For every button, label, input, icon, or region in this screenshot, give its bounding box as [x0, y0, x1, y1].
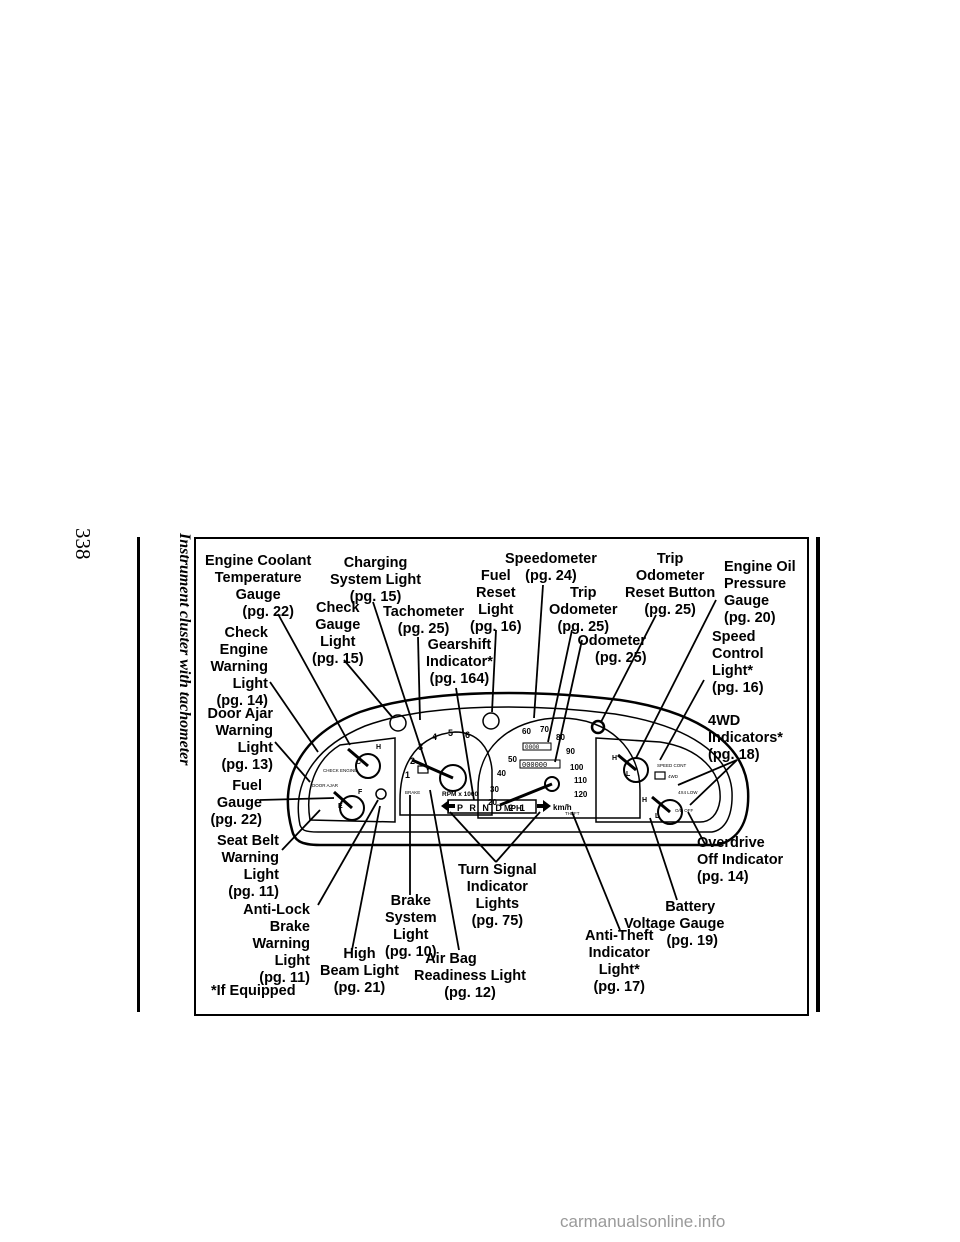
- speed-num-120: 120: [574, 790, 588, 799]
- speed-num-110: 110: [574, 776, 587, 785]
- coolant-c-label: C: [356, 759, 361, 766]
- speedometer-dial: [477, 717, 641, 819]
- antilock-light: [375, 788, 387, 800]
- speed-num-30: 30: [490, 785, 499, 794]
- trip-odometer-digits: 0000: [525, 744, 540, 751]
- speedometer-hub: [544, 776, 560, 792]
- right-gauge-pod: [595, 737, 721, 823]
- gear-letters: P R N D 2 1: [457, 803, 527, 813]
- fuel-e-label: E: [338, 803, 343, 810]
- oil-h-label: H: [612, 755, 617, 762]
- coolant-gauge-hub: [355, 753, 381, 779]
- speedometer-callout: Speedometer(pg. 24): [505, 551, 597, 584]
- odometer-callout: Odometer(pg. 25): [577, 633, 647, 666]
- check-engine-lamp-text: CHECK ENGINE: [323, 768, 357, 773]
- odometer-window: [519, 759, 561, 769]
- speed-num-40: 40: [497, 769, 506, 778]
- odometer-digits: 000000: [522, 762, 547, 770]
- speed-control-light: [654, 771, 666, 780]
- battery-l-label: L: [655, 813, 660, 820]
- tach-num-4: 4: [432, 732, 437, 742]
- coolant-h-label: H: [376, 744, 381, 751]
- speed-num-50: 50: [508, 755, 517, 764]
- tachometer-dial: [399, 731, 493, 816]
- tach-num-1: 1: [405, 770, 410, 780]
- watermark-text: carmanualsonline.info: [560, 1212, 726, 1231]
- if-equipped-footnote: *If Equipped: [211, 983, 296, 999]
- low-lamp-text: 4X4 LOW: [678, 790, 698, 795]
- fuel-f-label: F: [358, 789, 363, 796]
- brake-lamp-text: BRAKE: [405, 790, 420, 795]
- left-margin-rule: [137, 537, 140, 1012]
- right-margin-rule: [816, 537, 820, 1012]
- fuel-reset-light: [482, 712, 500, 730]
- cluster-housing: [286, 691, 750, 847]
- right-turn-arrow: [537, 800, 551, 812]
- speed-num-20: 20: [488, 798, 497, 807]
- tachometer-hub: [439, 764, 467, 792]
- speed-num-90: 90: [566, 747, 575, 756]
- od-off-lamp-text: O/D OFF: [675, 808, 693, 813]
- kmh-label: km/h: [553, 803, 572, 812]
- speed-num-100: 100: [570, 763, 584, 772]
- speed-cont-lamp-text: SPEED CONT: [657, 763, 687, 768]
- fwd-lamp-text: 4WD: [668, 774, 679, 779]
- tach-num-2: 2: [410, 756, 415, 766]
- left-turn-arrow: [441, 800, 455, 812]
- speed-num-70: 70: [540, 725, 549, 734]
- fuel-gauge-hub: [339, 795, 365, 821]
- check-gauge-light: [389, 714, 407, 732]
- trip-reset-button: [590, 719, 606, 735]
- door-ajar-lamp-text: DOOR AJAR: [312, 783, 339, 788]
- oil-l-label: L: [626, 771, 631, 778]
- tach-num-6: 6: [465, 730, 470, 740]
- speed-num-60: 60: [522, 727, 531, 736]
- trip-odometer-window: [522, 742, 552, 751]
- tach-unit-label: RPM x 1000: [442, 791, 479, 798]
- tach-num-5: 5: [448, 728, 453, 738]
- battery-h-label: H: [642, 797, 647, 804]
- tachometer-callout: Tachometer(pg. 25): [383, 604, 465, 637]
- callout-leader-lines: [259, 584, 738, 951]
- left-gauge-pod: [308, 737, 396, 823]
- battery-gauge-hub: [657, 799, 683, 825]
- figure-frame: [194, 537, 809, 1016]
- mph-label: MPH: [504, 804, 522, 813]
